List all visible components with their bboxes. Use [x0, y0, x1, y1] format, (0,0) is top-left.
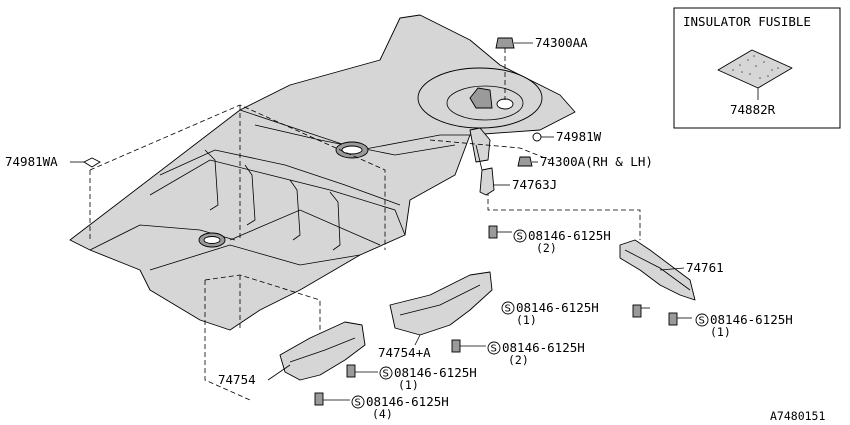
svg-text:08146-6125H: 08146-6125H: [710, 312, 793, 327]
clip-74300AA: [495, 37, 515, 49]
svg-text:S: S: [699, 316, 705, 327]
grommet-74981W: [532, 132, 542, 142]
label-74300AA: 74300AA: [535, 35, 588, 50]
heat-shield-74761: [619, 239, 696, 301]
bolt-callout-4: S 08146-6125H (2): [487, 340, 585, 367]
bolt-c: [668, 312, 678, 326]
grommet-74981WA: [83, 157, 101, 168]
svg-text:(1): (1): [710, 325, 731, 339]
label-74761: 74761: [686, 260, 724, 275]
insulator-pad: [717, 49, 793, 89]
svg-text:S: S: [355, 398, 361, 409]
svg-text:(2): (2): [536, 241, 557, 255]
label-74300A: 74300A(RH & LH): [540, 154, 653, 169]
bolt-a: [488, 225, 498, 239]
svg-text:08146-6125H: 08146-6125H: [516, 300, 599, 315]
fasteners: [83, 37, 678, 406]
label-74754A: 74754+A: [378, 345, 431, 360]
leader-lines: [70, 42, 692, 401]
figure-id: A7480151: [770, 409, 825, 423]
floor-panel: [69, 14, 576, 331]
insulator-texture: [732, 55, 779, 79]
bolt-callout-2: S 08146-6125H (1): [501, 300, 599, 327]
dashed-outlines: [89, 48, 641, 401]
bolt-callout-1: S 08146-6125H (2): [513, 228, 611, 255]
label-74754: 74754: [218, 372, 256, 387]
label-74763J: 74763J: [512, 177, 557, 192]
svg-text:(1): (1): [516, 313, 537, 327]
svg-text:S: S: [383, 369, 389, 380]
label-74981W: 74981W: [556, 129, 602, 144]
inset-insulator-fusible: INSULATOR FUSIBLE 74882R: [673, 7, 841, 129]
bolt-callout-6: S 08146-6125H (4): [351, 394, 449, 421]
svg-text:S: S: [517, 232, 523, 243]
svg-text:08146-6125H: 08146-6125H: [528, 228, 611, 243]
svg-text:S: S: [505, 304, 511, 315]
bolt-callout-3: S 08146-6125H (1): [695, 312, 793, 339]
svg-text:(2): (2): [508, 353, 529, 367]
heat-shield-74754A: [389, 271, 493, 336]
bolt-f: [314, 392, 324, 406]
bracket-74763J: [475, 144, 495, 196]
bolt-callout-5: S 08146-6125H (1): [379, 365, 477, 392]
svg-text:08146-6125H: 08146-6125H: [502, 340, 585, 355]
svg-text:(4): (4): [372, 407, 393, 421]
clip-74300A: [517, 156, 533, 167]
svg-text:(1): (1): [398, 378, 419, 392]
label-74981WA: 74981WA: [5, 154, 58, 169]
heat-shield-74754: [279, 321, 366, 381]
svg-text:S: S: [491, 344, 497, 355]
inset-part-number: 74882R: [730, 102, 776, 117]
bolt-d: [451, 339, 461, 353]
svg-text:08146-6125H: 08146-6125H: [366, 394, 449, 409]
inset-title: INSULATOR FUSIBLE: [683, 14, 811, 29]
bolt-e: [346, 364, 356, 378]
bolt-b: [632, 304, 642, 318]
svg-text:08146-6125H: 08146-6125H: [394, 365, 477, 380]
